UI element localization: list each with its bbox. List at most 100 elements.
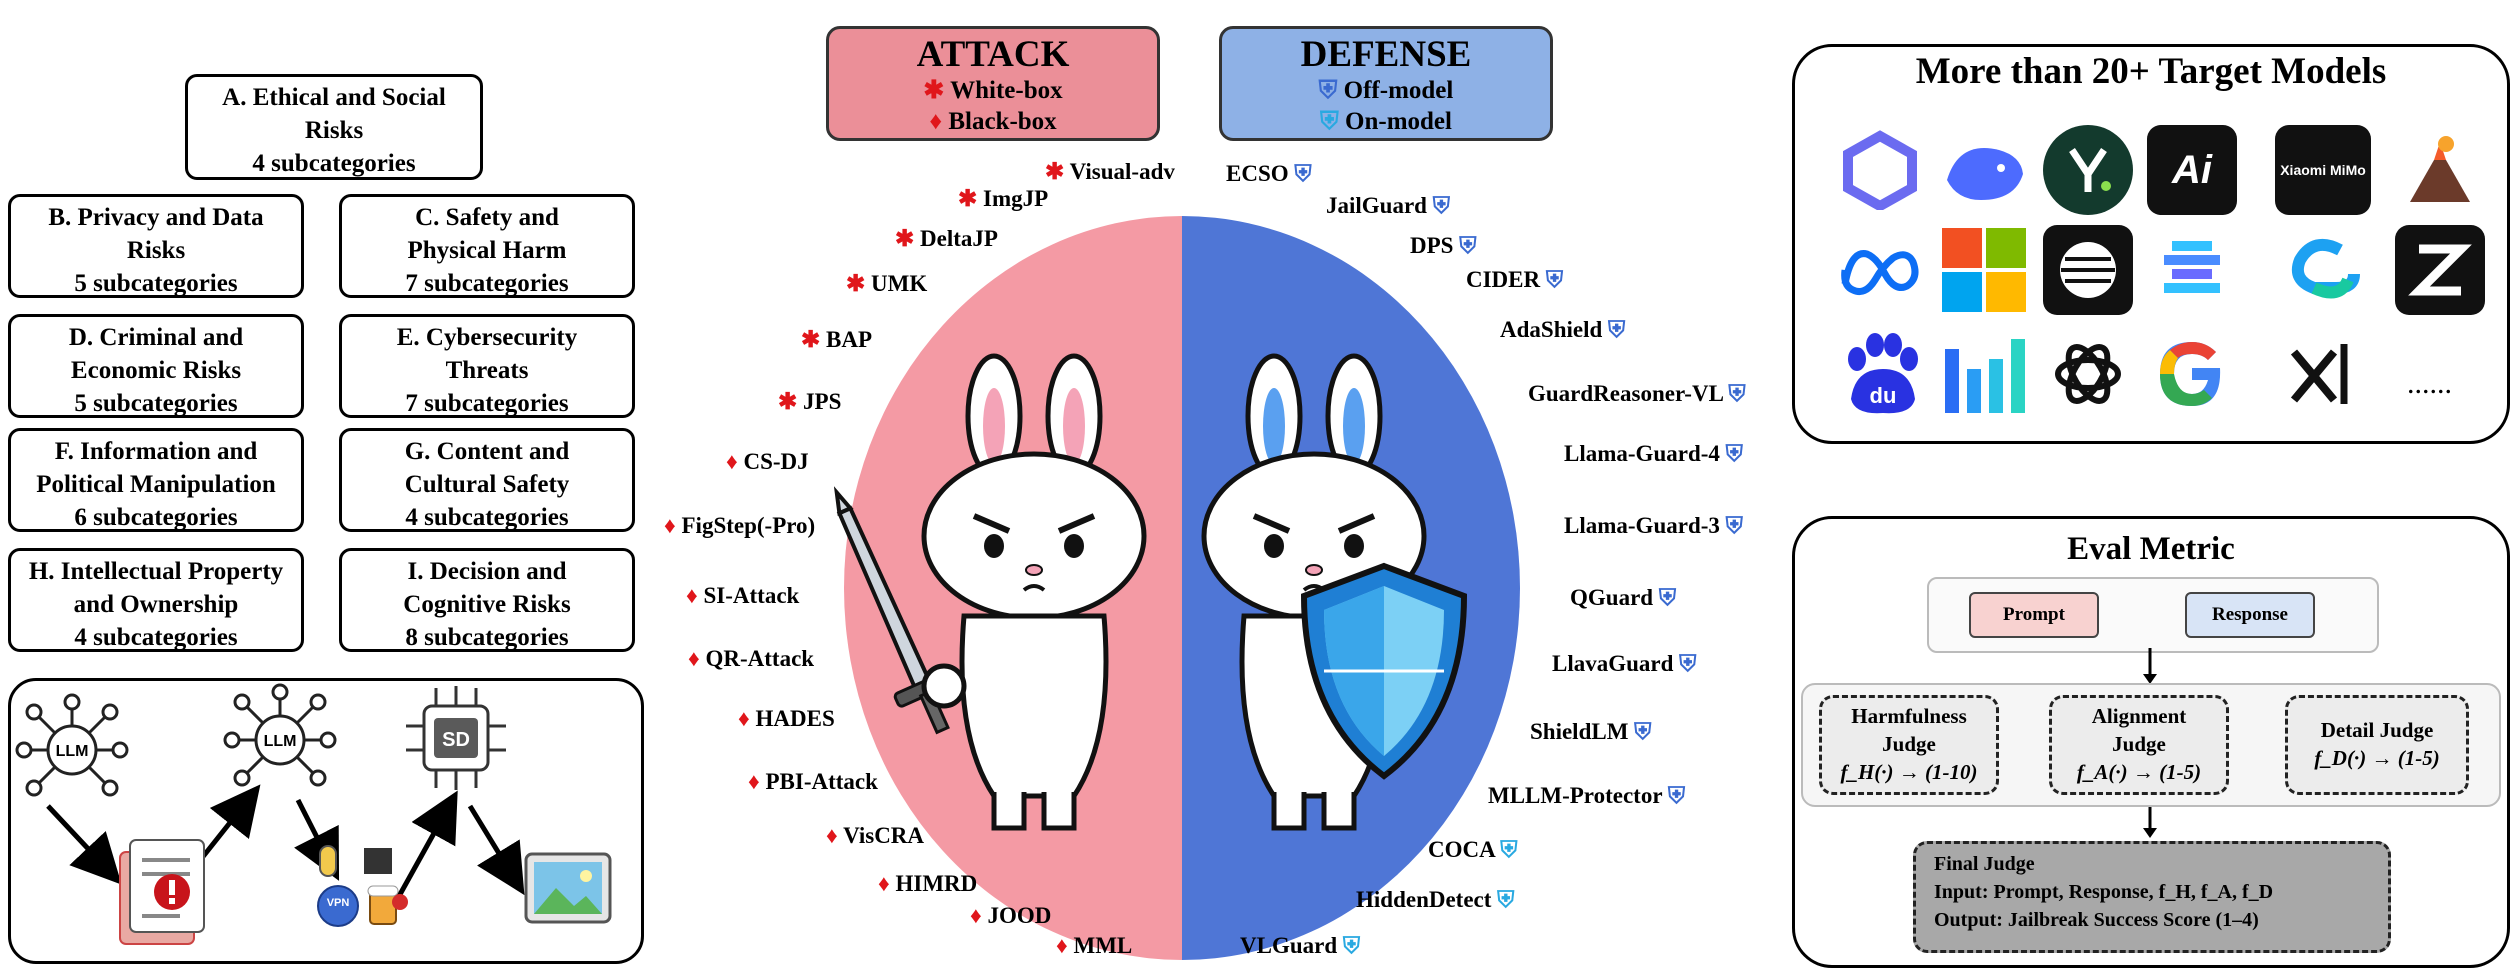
black-box-icon: ♦ [726,449,738,474]
xiaomi-mimo-logo-icon: Xiaomi MiMo [2275,125,2371,215]
defense-method-cider: CIDER ⛨ [1466,267,1564,292]
defense-method-llama-guard-3: Llama-Guard-3 ⛨ [1564,513,1743,538]
defense-method-llavaguard: LlavaGuard ⛨ [1552,651,1697,676]
baidu-logo-icon: du [1835,329,1925,419]
black-box-icon: ♦ [826,823,838,848]
harmful-document-icon [119,839,205,945]
off-model-icon: ⛨ [1679,651,1697,676]
defense-header: DEFENSE ⛨ Off-model ⛨ On-model [1219,26,1553,141]
defense-method-vlguard: VLGuard ⛨ [1240,933,1361,958]
defense-bunny-icon [1201,353,1468,831]
stable-diffusion-chip-icon: SD [406,686,506,790]
attack-method-imgjp: ✱ ImgJP [958,186,1049,211]
white-box-icon: ✱ [923,77,945,104]
attack-method-si-attack: ♦ SI-Attack [686,583,800,608]
deepseek-logo-icon [1939,125,2029,215]
baidu-du-label: du [1870,383,1897,408]
spiral-logo-icon [2279,225,2369,315]
volcano-logo-icon [2395,125,2485,215]
attack-method-hades: ♦ HADES [738,706,835,731]
defense-method-guardreasoner-vl: GuardReasoner-VL ⛨ [1528,381,1746,406]
defense-method-adashield: AdaShield ⛨ [1500,317,1626,342]
attack-header: ATTACK ✱ White-box ♦ Black-box [826,26,1160,141]
black-box-icon: ♦ [1056,933,1068,958]
off-model-icon: ⛨ [1432,193,1450,218]
white-box-icon: ✱ [1045,159,1065,184]
pipeline-svg: LLM LLM SD [15,683,612,945]
black-box-icon: ♦ [878,871,890,896]
on-model-icon: ⛨ [1500,837,1518,862]
black-box-icon: ♦ [664,513,676,538]
sphere-logo-icon [2043,225,2133,315]
on-model-icon: ⛨ [1497,887,1515,912]
ai-logo-icon: Ai [2147,125,2237,215]
vpn-label: VPN [327,897,350,909]
attack-bunny-icon [834,353,1147,831]
llm-network-icon: LLM [15,693,129,797]
attack-method-deltajp: ✱ DeltaJP [895,226,998,251]
on-model-icon: ⛨ [1320,108,1339,135]
attack-method-himrd: ♦ HIMRD [878,871,978,896]
white-box-icon: ✱ [895,226,915,251]
black-box-icon: ♦ [929,108,943,135]
attack-method-jood: ♦ JOOD [970,903,1052,928]
off-model-icon: ⛨ [1634,719,1652,744]
attack-method-bap: ✱ BAP [801,327,873,352]
generated-image-icon [524,852,612,924]
defense-method-mllm-protector: MLLM-Protector ⛨ [1488,783,1686,808]
defense-title: DEFENSE [1300,34,1472,75]
black-box-icon: ♦ [686,583,698,608]
attack-method-figstep: ♦ FigStep(-Pro) [664,513,816,538]
target-models-panel: More than 20+ Target Models Ai Xiaomi Mi… [1792,44,2510,444]
attack-method-mml: ♦ MML [1056,933,1133,958]
on-model-legend: ⛨ On-model [1320,108,1452,135]
white-box-legend: ✱ White-box [923,77,1063,104]
openai-logo-icon [2043,329,2133,419]
defense-method-shieldlm: ShieldLM ⛨ [1530,719,1652,744]
bars-logo-icon [1939,329,2029,419]
attack-method-qr-attack: ♦ QR-Attack [688,646,815,671]
white-box-icon: ✱ [846,271,866,296]
prompt-box: Prompt [1969,592,2099,638]
qwen-logo-icon [1835,125,1925,215]
off-model-legend: ⛨ Off-model [1318,77,1454,104]
google-logo-icon [2147,329,2237,419]
response-box: Response [2185,592,2315,638]
llm-label-2: LLM [264,733,297,750]
defense-method-ecso: ECSO ⛨ [1226,161,1312,186]
black-box-icon: ♦ [738,706,750,731]
meta-logo-icon [1835,225,1925,315]
off-model-icon: ⛨ [1318,77,1338,104]
off-model-icon: ⛨ [1545,267,1564,292]
defense-method-hiddendetect: HiddenDetect ⛨ [1356,887,1515,912]
off-model-icon: ⛨ [1608,317,1626,342]
attack-method-jps: ✱ JPS [778,389,842,414]
attack-title: ATTACK [916,34,1070,75]
off-model-icon: ⛨ [1667,783,1686,808]
on-model-icon: ⛨ [1342,933,1361,958]
yi-logo-icon [2043,125,2133,215]
black-box-icon: ♦ [970,903,982,928]
attack-method-viscra: ♦ VisCRA [826,823,925,848]
defense-method-coca: COCA ⛨ [1428,837,1518,862]
defense-method-jailguard: JailGuard ⛨ [1326,193,1450,218]
defense-method-llama-guard-4: Llama-Guard-4 ⛨ [1564,441,1743,466]
defense-method-dps: DPS ⛨ [1410,233,1477,258]
attack-method-umk: ✱ UMK [846,271,928,296]
defense-method-qguard: QGuard ⛨ [1570,585,1677,610]
target-models-title: More than 20+ Target Models [1915,51,2387,92]
zhipu-logo-icon [2395,225,2485,315]
attack-method-visual-adv: ✱ Visual-adv [1045,159,1175,184]
